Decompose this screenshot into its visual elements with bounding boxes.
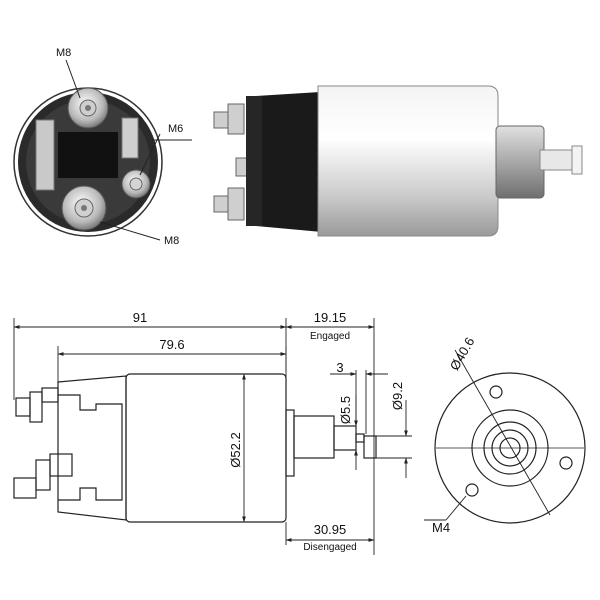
label-disengaged: Disengaged — [303, 542, 356, 553]
label-top-terminal: M8 — [56, 47, 71, 59]
dim-plunger-offset: 3 — [336, 360, 343, 375]
label-side-terminal: M6 — [168, 123, 183, 135]
dim-tip-diameter: Ø9.2 — [390, 382, 405, 410]
label-engaged: Engaged — [310, 331, 350, 342]
dim-engaged-travel: 19.15 — [314, 310, 347, 325]
drawing-end-view — [424, 349, 586, 524]
photo-end-view — [13, 59, 192, 241]
label-bottom-terminal: M8 — [164, 235, 179, 247]
photo-side-view — [213, 85, 583, 237]
dim-overall-length: 91 — [133, 310, 147, 325]
drawing-side-view — [13, 373, 377, 523]
label-mount-thread: M4 — [432, 520, 450, 535]
dim-body-length: 79.6 — [159, 337, 184, 352]
dimension-lines — [13, 318, 412, 555]
dim-plunger-diameter: Ø5.5 — [338, 396, 353, 424]
dim-disengaged-travel: 30.95 — [314, 522, 347, 537]
dim-bolt-circle: Ø40.6 — [447, 335, 478, 373]
dim-body-diameter: Ø52.2 — [228, 432, 243, 467]
